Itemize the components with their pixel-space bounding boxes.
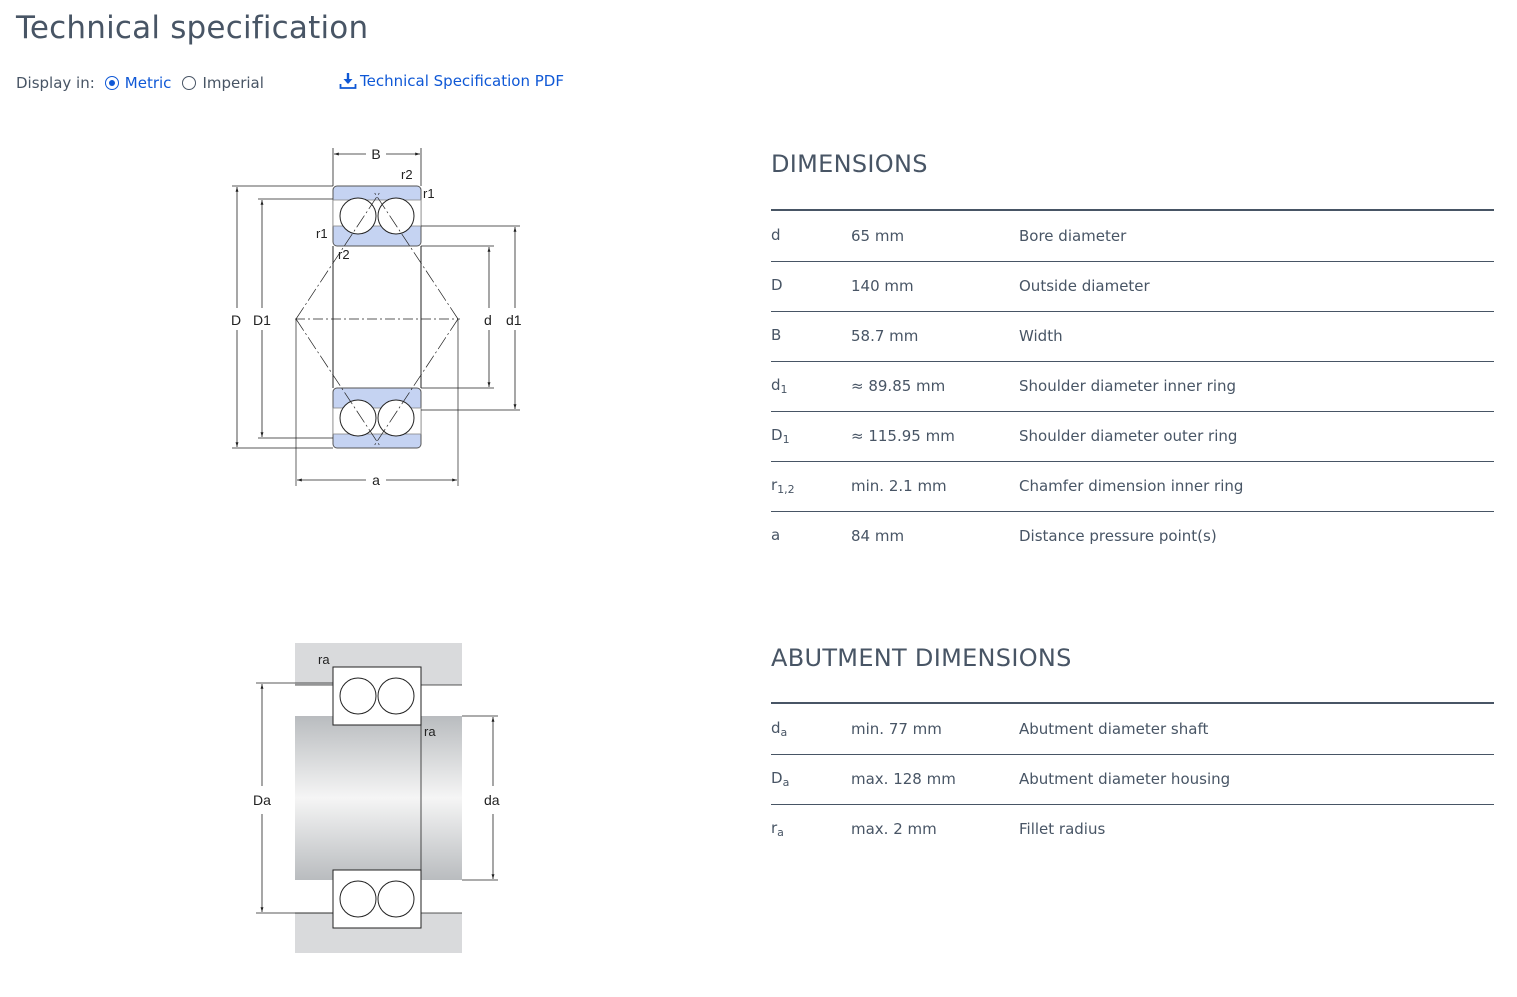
abutment-dimensions-title: ABUTMENT DIMENSIONS bbox=[771, 644, 1072, 672]
symbol: d bbox=[771, 718, 781, 737]
symbol: d bbox=[771, 225, 781, 244]
abutment-drawing-svg: ra ra Da da bbox=[253, 643, 500, 953]
radio-metric-label[interactable]: Metric bbox=[124, 74, 172, 92]
symbol-cell: a bbox=[771, 511, 851, 561]
label-r2-side: r2 bbox=[338, 247, 350, 262]
dimensions-divider bbox=[771, 209, 1494, 211]
symbol-subscript: 1 bbox=[782, 433, 790, 446]
label-ra-side: ra bbox=[424, 724, 436, 739]
symbol: r bbox=[771, 476, 778, 494]
label-d: d bbox=[484, 312, 492, 328]
label-ra-top: ra bbox=[318, 652, 330, 667]
abutment-dimension-drawing: ra ra Da da bbox=[250, 640, 512, 962]
label-r2-top-text: r2 bbox=[401, 167, 413, 182]
label-Da: Da bbox=[253, 792, 271, 808]
value-cell: min. 77 mm bbox=[851, 704, 1019, 755]
label-B: B bbox=[371, 146, 380, 162]
symbol: D bbox=[771, 276, 783, 294]
description-cell: Abutment diameter shaft bbox=[1019, 704, 1494, 755]
value-cell: max. 128 mm bbox=[851, 754, 1019, 805]
symbol-subscript: 1 bbox=[780, 383, 788, 396]
description-cell: Outside diameter bbox=[1019, 261, 1494, 312]
radio-imperial-label[interactable]: Imperial bbox=[202, 74, 264, 92]
value-cell: ≈ 89.85 mm bbox=[851, 361, 1019, 412]
table-row: a 84 mm Distance pressure point(s) bbox=[771, 511, 1494, 561]
symbol-subscript: 1,2 bbox=[777, 483, 795, 496]
description-cell: Shoulder diameter inner ring bbox=[1019, 361, 1494, 412]
symbol: B bbox=[771, 326, 782, 344]
display-unit-selector: Display in: Metric Imperial bbox=[16, 72, 275, 94]
display-label: Display in: bbox=[16, 74, 95, 92]
pdf-link-label[interactable]: Technical Specification PDF bbox=[360, 72, 564, 90]
symbol-cell: B bbox=[771, 311, 851, 362]
page-title: Technical specification bbox=[16, 10, 369, 46]
radio-unchecked-icon[interactable] bbox=[182, 76, 197, 90]
label-r2-top: r2 bbox=[401, 167, 413, 182]
label-D1: D1 bbox=[253, 312, 271, 328]
description-cell: Shoulder diameter outer ring bbox=[1019, 411, 1494, 462]
symbol-subscript: a bbox=[777, 826, 784, 840]
symbol-subscript: a bbox=[782, 776, 790, 789]
value-cell: 58.7 mm bbox=[851, 311, 1019, 362]
value-cell: 84 mm bbox=[851, 527, 905, 546]
description-cell: Abutment diameter housing bbox=[1019, 754, 1494, 805]
label-r1-side: r1 bbox=[316, 226, 328, 241]
symbol-cell: D bbox=[771, 261, 851, 312]
symbol-cell: da bbox=[771, 704, 851, 755]
bearing-drawing-svg: B r2 r1 r1 r2 D D1 d d1 a bbox=[231, 146, 522, 488]
technical-specification-pdf-link[interactable]: Technical Specification PDF bbox=[339, 72, 564, 90]
symbol: r bbox=[771, 819, 778, 838]
dimensions-title: DIMENSIONS bbox=[771, 150, 928, 178]
label-a: a bbox=[372, 472, 380, 488]
label-D: D bbox=[231, 312, 241, 328]
value-cell: ≈ 115.95 mm bbox=[851, 411, 1019, 462]
value-cell: 65 mm bbox=[851, 211, 1019, 262]
value-cell: 140 mm bbox=[851, 261, 1019, 312]
description-cell: Bore diameter bbox=[1019, 211, 1494, 262]
symbol-cell: ra bbox=[771, 804, 851, 854]
value-cell: max. 2 mm bbox=[851, 820, 937, 839]
symbol: D bbox=[771, 426, 783, 444]
label-da: da bbox=[484, 792, 500, 808]
symbol: d bbox=[771, 376, 781, 394]
symbol-cell: D1 bbox=[771, 411, 851, 462]
radio-metric[interactable]: Metric bbox=[104, 74, 172, 92]
symbol-cell: r1,2 bbox=[771, 461, 851, 512]
symbol-cell: d1 bbox=[771, 361, 851, 412]
description-cell: Chamfer dimension inner ring bbox=[1019, 461, 1494, 512]
value-cell: min. 2.1 mm bbox=[851, 461, 1019, 512]
description-cell: Fillet radius bbox=[1019, 820, 1106, 839]
abutment-divider bbox=[771, 702, 1494, 704]
radio-checked-icon[interactable] bbox=[104, 76, 119, 90]
label-r1-top: r1 bbox=[423, 186, 435, 201]
radio-imperial[interactable]: Imperial bbox=[182, 74, 264, 92]
description-cell: Distance pressure point(s) bbox=[1019, 527, 1217, 546]
description-cell: Width bbox=[1019, 311, 1494, 362]
symbol: D bbox=[771, 769, 783, 787]
download-icon bbox=[339, 73, 357, 89]
symbol-cell: Da bbox=[771, 754, 851, 805]
label-d1: d1 bbox=[506, 312, 522, 328]
symbol: a bbox=[771, 526, 781, 545]
bearing-dimension-drawing: B r2 r1 r1 r2 D D1 d d1 a bbox=[225, 140, 535, 499]
label-r2-side-text: r2 bbox=[338, 247, 350, 262]
symbol-cell: d bbox=[771, 211, 851, 262]
label-r1-side-text: r1 bbox=[316, 226, 328, 241]
label-r1-top-text: r1 bbox=[423, 186, 435, 201]
symbol-subscript: a bbox=[780, 725, 788, 739]
